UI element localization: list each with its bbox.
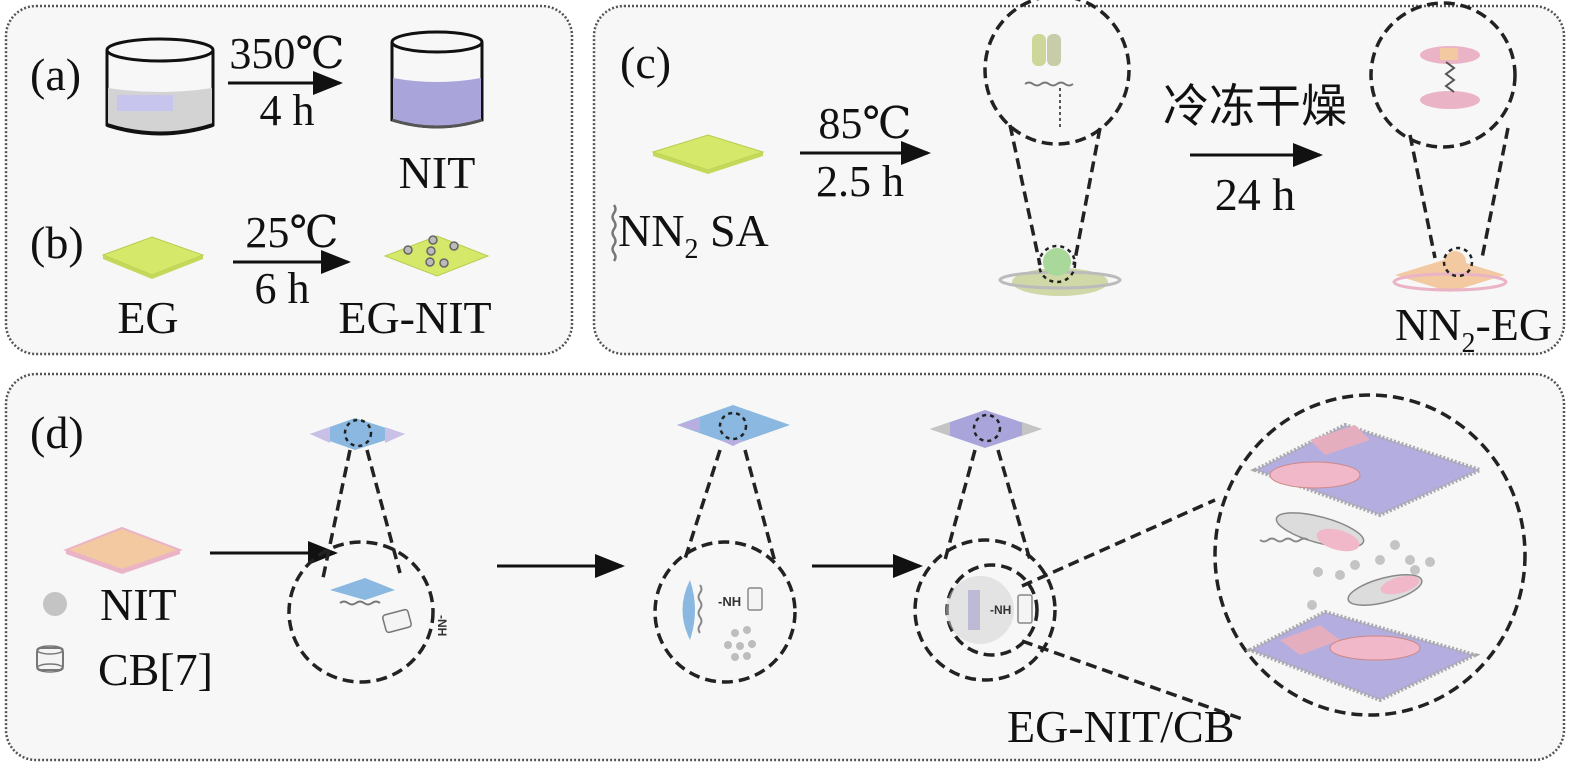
panel-d-border: [4, 372, 1566, 762]
panel-a-condition-bottom: 4 h: [260, 86, 315, 135]
composite-detail-zoom: [1213, 393, 1527, 717]
panel-b-product-label: EG-NIT: [338, 292, 491, 343]
panel-b-label: (b): [30, 217, 84, 268]
panel-b-reactant-label: EG: [117, 292, 178, 343]
stage1-zoom-callout: -NH: [287, 418, 449, 684]
panel-ab: (a) 350℃ 4 h NIT (b) EG: [4, 4, 574, 356]
legend-cb7-label: CB[7]: [98, 644, 213, 695]
panel-d: (d) NIT CB[7]: [4, 372, 1566, 762]
panel-d-label: (d): [30, 407, 84, 458]
eg-nit-sheet-icon: [383, 235, 490, 277]
eg-sheet-icon: [101, 236, 205, 279]
legend-cb7: CB[7]: [36, 644, 213, 695]
panel-b-condition-bottom: 6 h: [255, 264, 310, 313]
panel-a-product-label: NIT: [399, 147, 476, 198]
panel-c-product-label: NN2-EG: [1395, 299, 1552, 359]
beaker-raw-icon: [105, 37, 215, 136]
legend-nit-label: NIT: [100, 579, 177, 630]
nit-particle-icon: [43, 592, 67, 616]
panel-c: (c) NN2 SA 85℃ 2.5 h 冷冻干燥: [592, 0, 1566, 359]
panel-a-condition-top: 350℃: [229, 29, 344, 78]
stage2-zoom-callout: -NH: [653, 405, 797, 684]
cb7-ring-icon: [36, 645, 64, 673]
panel-c-step1-top: 85℃: [818, 99, 911, 148]
panel-c-reactant-label: NN2 SA: [618, 205, 769, 265]
sa-eg-zoom-callout: [983, 0, 1131, 296]
eg-sheet-c-icon: [651, 134, 765, 174]
sa-chain-icon: [611, 204, 617, 262]
stage1-nh-label: -NH: [435, 615, 449, 636]
panel-a-label: (a): [30, 49, 81, 100]
nn2-eg-sheet-icon: [63, 526, 183, 574]
panel-c-border: [592, 4, 1566, 356]
stage2-nh-label: -NH: [718, 594, 741, 609]
panel-b-condition-top: 25℃: [245, 208, 338, 257]
panel-d-product-label: EG-NIT/CB: [1007, 701, 1234, 752]
panel-c-label: (c): [620, 37, 671, 88]
panel-c-step1-bottom: 2.5 h: [816, 157, 904, 206]
stage3-nh-label: -NH: [990, 603, 1011, 617]
legend-nit: NIT: [43, 579, 177, 630]
nn2-eg-zoom-callout: [1369, 1, 1517, 292]
stage3-zoom-callout: -NH: [913, 410, 1246, 722]
panel-c-step2-top: 冷冻干燥: [1163, 81, 1347, 132]
beaker-nit-icon: [390, 30, 484, 129]
panel-c-step2-bottom: 24 h: [1215, 169, 1296, 220]
